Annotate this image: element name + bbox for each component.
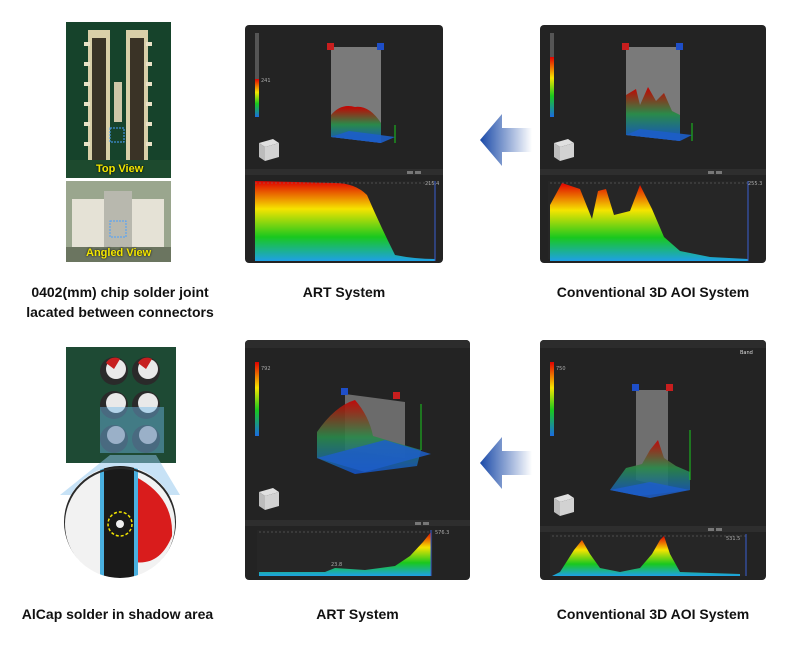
caption-alcap: AlCap solder in shadow area (21, 606, 214, 622)
marker-red (622, 43, 629, 50)
marker-red (393, 392, 400, 399)
marker-blue (341, 388, 348, 395)
art-system-panel-1: 241 215.4 (245, 25, 443, 263)
alcap-board-photo (66, 347, 176, 463)
band-label: Band (740, 350, 753, 356)
caption-conventional-2: Conventional 3D AOI System (556, 606, 750, 622)
marker-blue (676, 43, 683, 50)
top-view-label: Top View (96, 163, 144, 175)
conventional-3d-view-2: Band 750 531.5 (540, 340, 766, 576)
alcap-board-image (66, 347, 176, 463)
art-3d-view-1: 241 215.4 (245, 33, 443, 261)
left-arrow-1 (480, 114, 532, 166)
caption-line-1: 0402(mm) chip solder joint (31, 284, 209, 300)
marker-blue (632, 384, 639, 391)
caption-art-1: ART System (302, 284, 386, 300)
scale-value: 241 (261, 78, 271, 84)
alcap-zoom-image (64, 466, 176, 578)
angled-view-label: Angled View (86, 247, 152, 259)
art-system-panel-2: 792 576.3 23.8 (245, 340, 470, 580)
profile-max-value: 576.3 (435, 530, 449, 536)
connector-board-image (66, 22, 171, 178)
top-view-photo: Top View (66, 22, 171, 178)
caption-art-2: ART System (316, 606, 399, 622)
left-arrow-2 (480, 437, 532, 489)
scale-value: 750 (556, 366, 566, 372)
marker-blue (377, 43, 384, 50)
marker-red (327, 43, 334, 50)
art-3d-view-2: 792 576.3 23.8 (245, 340, 470, 576)
profile-max-value: 255.3 (748, 181, 762, 187)
profile-max-value: 215.4 (425, 181, 439, 187)
profile-max-value: 531.5 (726, 536, 740, 542)
angled-view-photo: Angled View (66, 181, 171, 262)
angled-view-image (66, 181, 171, 262)
profile-min-value: 23.8 (331, 562, 342, 568)
conventional-3d-view-1: 255.3 (540, 33, 766, 261)
conventional-panel-1: 255.3 (540, 25, 766, 263)
caption-chip-solder: 0402(mm) chip solder joint lacated betwe… (20, 282, 220, 322)
marker-red (666, 384, 673, 391)
caption-conventional-1: Conventional 3D AOI System (556, 284, 750, 300)
alcap-zoom-photo (64, 466, 176, 578)
caption-line-2: lacated between connectors (26, 304, 214, 320)
scale-value: 792 (261, 366, 271, 372)
conventional-panel-2: Band 750 531.5 (540, 340, 766, 580)
